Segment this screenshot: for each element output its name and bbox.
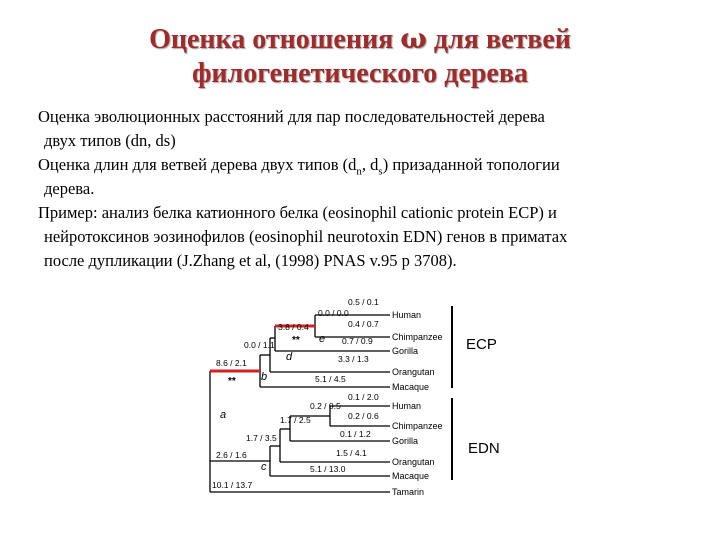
branch-label: 0.1 / 2.0	[348, 392, 379, 402]
title-line-2: филогенетического дерева	[192, 58, 528, 89]
branch-label: 1.7 / 3.5	[246, 433, 277, 443]
paragraph-branch-lengths: Оценка длин для ветвей дерева двух типов…	[38, 155, 560, 198]
node-letter-c: c	[261, 461, 267, 473]
taxon-label: Gorilla	[392, 346, 418, 356]
taxa-labels: Human Chimpanzee Gorilla Orangutan Macaq…	[392, 310, 443, 497]
taxon-label: Orangutan	[392, 367, 435, 377]
branch-label: 1.7 / 2.5	[280, 415, 311, 425]
branch-label: 1.5 / 4.1	[336, 448, 367, 458]
branch-label: 5.1 / 13.0	[310, 464, 346, 474]
stars-marker: **	[228, 376, 236, 387]
branch-label: 3.3 / 1.3	[338, 354, 369, 364]
slide-title: Оценка отношения ω для ветвей филогенети…	[0, 22, 720, 91]
taxon-label: Human	[392, 401, 421, 411]
taxon-label: Gorilla	[392, 436, 418, 446]
paragraph-distances: Оценка эволюционных расстояний для пар п…	[38, 107, 545, 150]
branch-label: 0.2 / 0.5	[310, 401, 341, 411]
stars-marker: **	[292, 335, 300, 346]
node-letters: a b c d e	[220, 333, 325, 473]
branch-length-labels: 0.5 / 0.1 0.0 / 0.0 0.4 / 0.7 3.8 / 0.4 …	[212, 297, 379, 490]
node-letter-d: d	[286, 351, 293, 363]
taxon-label: Macaque	[392, 382, 429, 392]
branch-label: 0.1 / 1.2	[340, 429, 371, 439]
branch-label: 5.1 / 4.5	[315, 374, 346, 384]
phylogenetic-tree: Human Chimpanzee Gorilla Orangutan Macaq…	[209, 297, 500, 497]
branch-label: 8.6 / 2.1	[216, 358, 247, 368]
body-text: Оценка эволюционных расстояний для пар п…	[38, 105, 698, 273]
branch-label: 0.7 / 0.9	[342, 336, 373, 346]
node-letter-a: a	[220, 409, 226, 421]
taxon-label: Chimpanzee	[392, 332, 443, 342]
title-line-1: Оценка отношения ω для ветвей	[149, 22, 571, 55]
taxon-label: Human	[392, 310, 421, 320]
branch-label: 0.0 / 0.0	[318, 308, 349, 318]
branch-label: 2.6 / 1.6	[216, 450, 247, 460]
taxon-label: Chimpanzee	[392, 421, 443, 431]
branch-label: 3.8 / 0.4	[278, 322, 309, 332]
branch-label: 0.5 / 0.1	[348, 297, 379, 307]
omega-symbol: ω	[400, 22, 427, 55]
node-letter-e: e	[319, 333, 325, 345]
highlighted-branches	[210, 324, 315, 373]
taxon-label: Macaque	[392, 471, 429, 481]
group-labels: ECP EDN	[466, 336, 500, 457]
branch-label: 0.2 / 0.6	[348, 411, 379, 421]
taxon-label: Tamarin	[392, 487, 424, 497]
group-label-ecp: ECP	[466, 336, 497, 353]
group-label-edn: EDN	[468, 440, 500, 457]
branch-label: 0.4 / 0.7	[348, 319, 379, 329]
node-letter-b: b	[261, 371, 267, 383]
branch-label: 0.0 / 1.1	[244, 340, 275, 350]
paragraph-example: Пример: анализ белка катионного белка (e…	[38, 203, 568, 270]
taxon-label: Orangutan	[392, 457, 435, 467]
branch-label: 10.1 / 13.7	[212, 480, 252, 490]
significance-stars: ** **	[228, 335, 300, 387]
